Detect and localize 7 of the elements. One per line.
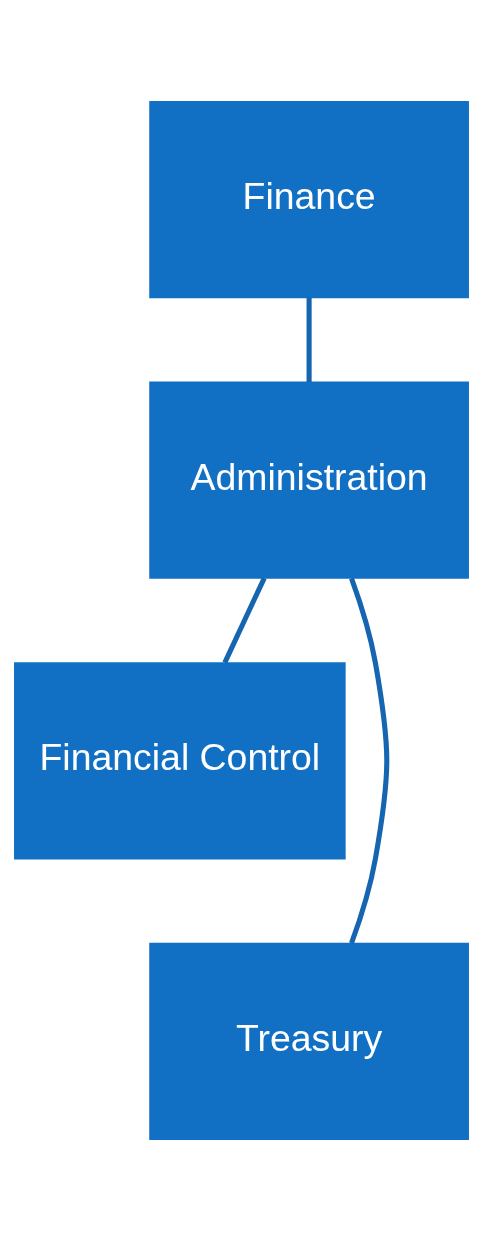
node-box: Administration — [149, 381, 469, 579]
node-box: Treasury — [149, 942, 469, 1140]
connector — [222, 576, 267, 664]
node-box: Finance — [149, 100, 469, 298]
node-box: Financial Control — [14, 661, 346, 859]
connector — [349, 577, 390, 944]
connector — [306, 296, 312, 382]
